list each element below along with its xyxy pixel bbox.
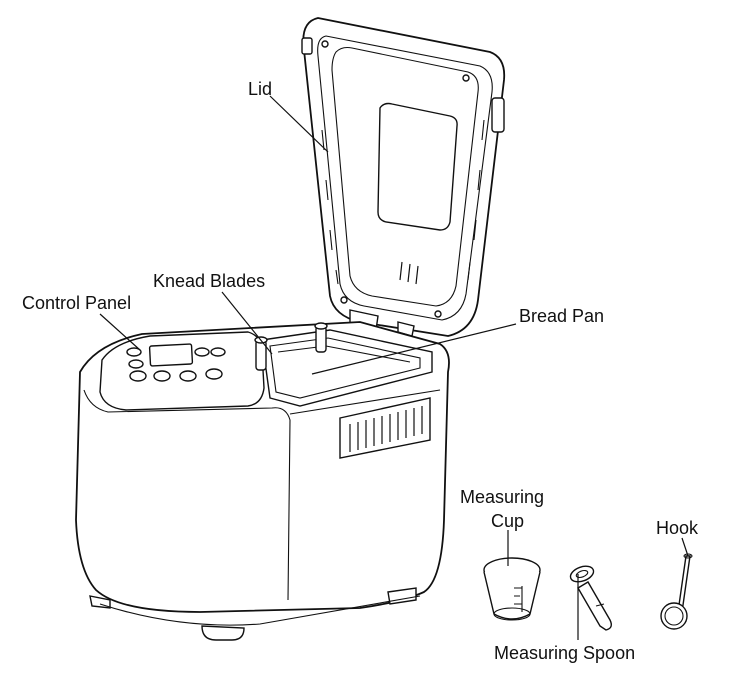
lid-leader (269, 95, 329, 153)
lid (301, 17, 506, 337)
measuring-cup-label-line1: Measuring (460, 487, 544, 507)
knead-blade-right (314, 322, 328, 353)
bread-pan-label: Bread Pan (519, 306, 604, 326)
control-panel-label: Control Panel (22, 293, 131, 313)
leader-lines (99, 95, 689, 640)
hook-leader (681, 537, 689, 557)
bread-maker-body (75, 321, 450, 641)
measuring-cup (483, 557, 541, 621)
knead-blade-left (254, 336, 268, 371)
vent-grille (339, 397, 431, 459)
bread-pan-leader (311, 323, 517, 375)
measuring-spoon-label: Measuring Spoon (494, 643, 635, 663)
knead-blades-label: Knead Blades (153, 271, 265, 291)
control-panel-leader (99, 313, 141, 351)
measuring-cup-label-line2: Cup (491, 511, 524, 531)
labels: Lid Knead Blades Control Panel Bread Pan… (22, 79, 699, 663)
measuring-spoon (569, 565, 613, 631)
knead-blades-leader (221, 291, 273, 355)
hook-label: Hook (656, 518, 699, 538)
hook (660, 553, 693, 630)
lid-label: Lid (248, 79, 272, 99)
